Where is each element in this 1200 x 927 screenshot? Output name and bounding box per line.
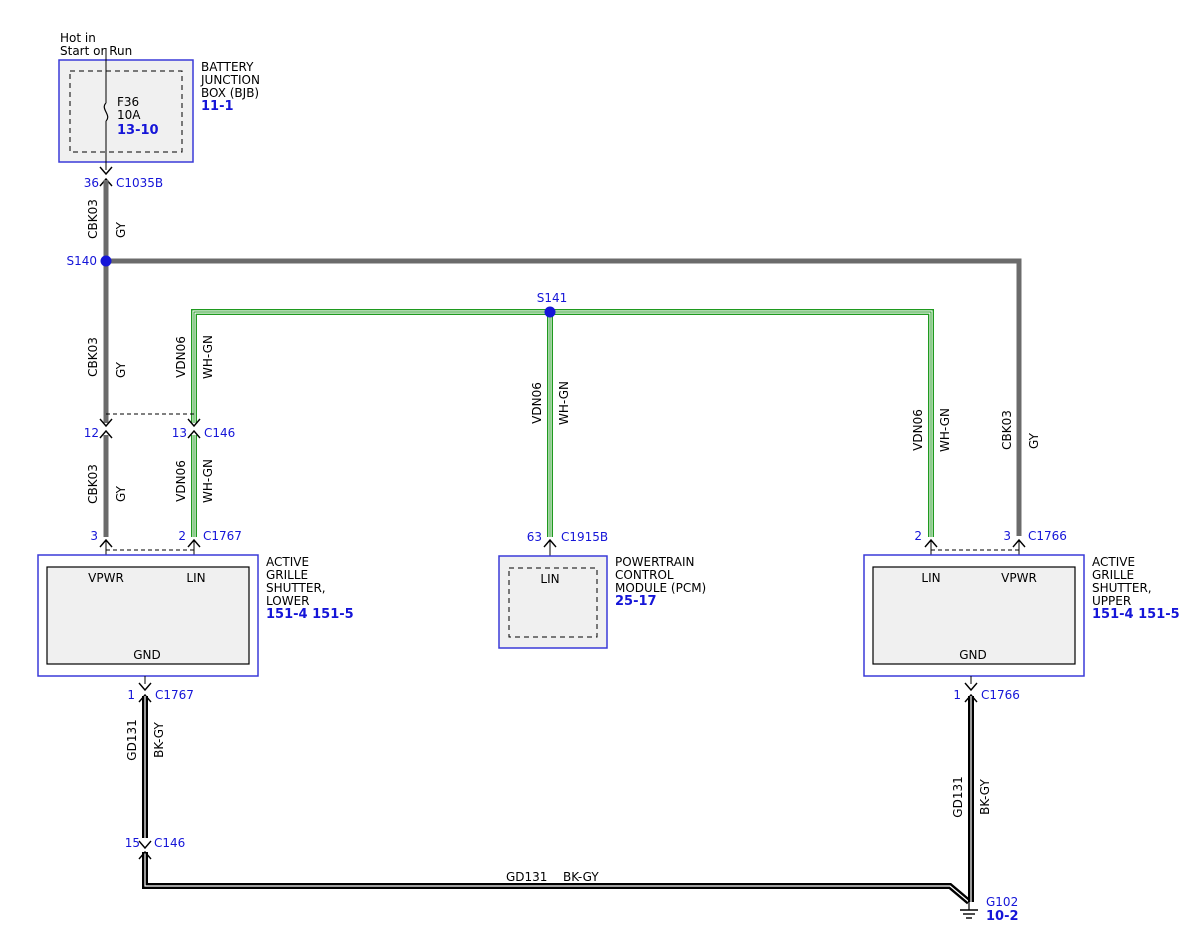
wire-label-circuit: CBK03 bbox=[86, 464, 100, 504]
fuse-ref-link[interactable]: 13-10 bbox=[117, 123, 159, 138]
c1035b-name: C1035B bbox=[116, 176, 163, 190]
c1767-pin-b: 2 bbox=[178, 529, 186, 543]
lower-name-line2: GRILLE bbox=[266, 568, 308, 582]
c1915b-pin: 63 bbox=[527, 530, 542, 544]
pcm-ref-link[interactable]: 25-17 bbox=[615, 594, 657, 609]
lower-name-line1: ACTIVE bbox=[266, 555, 309, 569]
lower-pin-vpwr: VPWR bbox=[88, 571, 124, 585]
c146-gnd-name: C146 bbox=[154, 836, 185, 850]
connector-c1766-gnd-icon bbox=[964, 682, 978, 692]
c1766-pin-b: 3 bbox=[1003, 529, 1011, 543]
c1035b-pin: 36 bbox=[84, 176, 99, 190]
upper-name-line3: SHUTTER, bbox=[1092, 581, 1152, 595]
wire-label-color: WH-GN bbox=[557, 381, 571, 425]
bjb-name-line1: BATTERY bbox=[201, 60, 254, 74]
bjb-ref-link[interactable]: 11-1 bbox=[201, 99, 234, 114]
c1767-pin-a: 3 bbox=[90, 529, 98, 543]
ground-g102-name: G102 bbox=[986, 895, 1018, 909]
connector-c146-gnd-icon bbox=[138, 840, 152, 850]
c1766-gnd-name: C1766 bbox=[981, 688, 1020, 702]
wire-label-color: WH-GN bbox=[938, 408, 952, 452]
lower-pin-lin: LIN bbox=[186, 571, 205, 585]
lower-refs-link[interactable]: 151-4 151-5 bbox=[266, 607, 354, 622]
c146-pin-b: 13 bbox=[172, 426, 187, 440]
splice-s140-label: S140 bbox=[66, 254, 97, 268]
c1767-name: C1767 bbox=[203, 529, 242, 543]
c1767-gnd-name: C1767 bbox=[155, 688, 194, 702]
fuse-id: F36 bbox=[117, 95, 139, 109]
wire-label-circuit: VDN06 bbox=[174, 336, 188, 378]
c1766-name: C1766 bbox=[1028, 529, 1067, 543]
wire-label-circuit: VDN06 bbox=[911, 409, 925, 451]
power-wire-cbk03 bbox=[103, 180, 1022, 537]
bjb-inner-box bbox=[69, 70, 183, 153]
c1915b-name: C1915B bbox=[561, 530, 608, 544]
lower-pin-gnd: GND bbox=[133, 648, 161, 662]
c1767-gnd-pin: 1 bbox=[127, 688, 135, 702]
upper-name-line2: GRILLE bbox=[1092, 568, 1134, 582]
lower-name-line3: SHUTTER, bbox=[266, 581, 326, 595]
fuse-icon bbox=[103, 102, 109, 122]
wire-label-circuit: CBK03 bbox=[86, 199, 100, 239]
bjb-box bbox=[58, 59, 194, 163]
wire-label-color: WH-GN bbox=[201, 459, 215, 503]
fuse-rating: 10A bbox=[117, 108, 141, 122]
wire-label-color: BK-GY bbox=[978, 779, 992, 815]
wire-label-circuit: CBK03 bbox=[1000, 410, 1014, 450]
wire-label-color: WH-GN bbox=[201, 335, 215, 379]
pcm-name-line3: MODULE (PCM) bbox=[615, 581, 706, 595]
upper-name-line1: ACTIVE bbox=[1092, 555, 1135, 569]
lin-wire-vdn06 bbox=[191, 309, 934, 537]
upper-pin-vpwr: VPWR bbox=[1001, 571, 1037, 585]
wire-label-circuit: GD131 bbox=[506, 870, 547, 884]
pcm-name-line2: CONTROL bbox=[615, 568, 674, 582]
pcm-name-line1: POWERTRAIN bbox=[615, 555, 695, 569]
wire-label-color: GY bbox=[114, 361, 128, 378]
connector-c1035b-icon bbox=[99, 166, 113, 176]
c146-gnd-pin: 15 bbox=[125, 836, 140, 850]
ground-wire-gd131 bbox=[142, 696, 974, 905]
wire-label-color: BK-GY bbox=[152, 722, 166, 758]
upper-refs-link[interactable]: 151-4 151-5 bbox=[1092, 607, 1180, 622]
pcm-pin-lin: LIN bbox=[540, 572, 559, 586]
c146-pin-a: 12 bbox=[84, 426, 99, 440]
splice-s141-label: S141 bbox=[537, 291, 568, 305]
wire-label-circuit: CBK03 bbox=[86, 337, 100, 377]
c1766-pin-a: 2 bbox=[914, 529, 922, 543]
bjb-name-line2: JUNCTION bbox=[200, 73, 260, 87]
module-pcm bbox=[498, 555, 608, 649]
ground-symbol-icon bbox=[960, 902, 978, 919]
bjb-name-line3: BOX (BJB) bbox=[201, 86, 259, 100]
wire-label-color: GY bbox=[114, 485, 128, 502]
c1766-gnd-pin: 1 bbox=[953, 688, 961, 702]
power-source-line1: Hot in bbox=[60, 31, 96, 45]
upper-pin-gnd: GND bbox=[959, 648, 987, 662]
wire-label-color: GY bbox=[114, 221, 128, 238]
wire-label-circuit: GD131 bbox=[951, 776, 965, 817]
wire-label-circuit: GD131 bbox=[125, 719, 139, 760]
power-source-line2: Start or Run bbox=[60, 44, 132, 58]
ground-g102-ref-link[interactable]: 10-2 bbox=[986, 909, 1019, 924]
upper-name-line4: UPPER bbox=[1092, 594, 1131, 608]
lower-name-line4: LOWER bbox=[266, 594, 310, 608]
upper-pin-lin: LIN bbox=[921, 571, 940, 585]
connector-c1767-gnd-icon bbox=[138, 682, 152, 692]
wire-label-circuit: VDN06 bbox=[530, 382, 544, 424]
splice-s140 bbox=[100, 255, 112, 267]
connector-c146-icon bbox=[99, 418, 113, 428]
wire-label-color: BK-GY bbox=[563, 870, 599, 884]
wire-label-circuit: VDN06 bbox=[174, 460, 188, 502]
wire-label-color: GY bbox=[1027, 432, 1041, 449]
c146-name: C146 bbox=[204, 426, 235, 440]
splice-s141 bbox=[544, 306, 556, 318]
